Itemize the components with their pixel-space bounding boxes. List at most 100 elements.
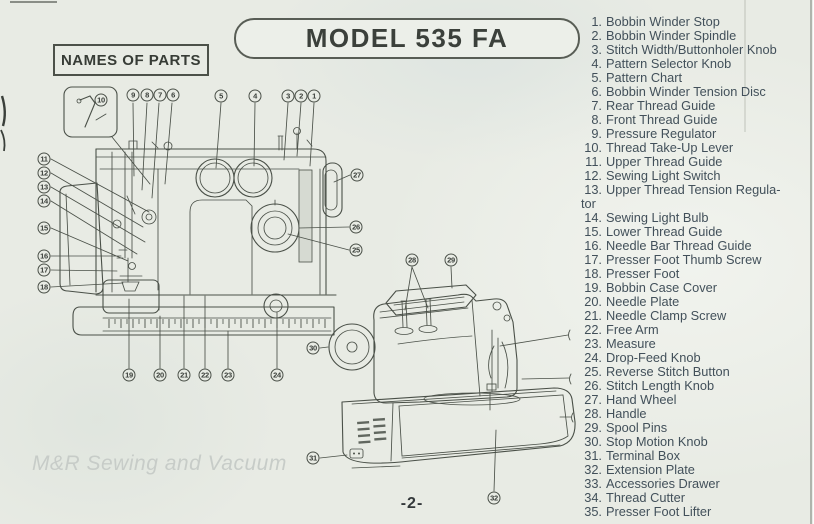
part-label: Upper Thread Guide — [606, 154, 723, 169]
part-label: Thread Cutter — [606, 490, 685, 505]
diagram-callout: 26 — [349, 220, 363, 234]
parts-list-item: 29. Spool Pins — [581, 421, 813, 435]
parts-list-item: 8.Front Thread Guide — [581, 113, 813, 127]
callout-number: 9 — [131, 90, 135, 100]
part-number: 26. — [584, 378, 602, 393]
part-number: 6. — [591, 84, 602, 99]
parts-list-item: 21.Needle Clamp Screw — [581, 309, 813, 323]
diagram-callout: 30 — [306, 341, 320, 355]
part-label: Free Arm — [606, 322, 659, 337]
callout-number: 31 — [309, 453, 317, 463]
part-label: Needle Clamp Screw — [606, 308, 727, 323]
page-number: -2- — [400, 495, 424, 512]
diagram-callout: 3 — [281, 89, 295, 103]
part-number: 2. — [591, 28, 602, 43]
diagram-callout: 18 — [37, 280, 51, 294]
parts-list-item: 12.Sewing Light Switch — [581, 169, 813, 183]
part-label: Accessories Drawer — [606, 476, 720, 491]
part-label: Pattern Chart — [606, 70, 683, 85]
callout-number: 28 — [408, 255, 416, 265]
parts-list-item: 2. Bobbin Winder Spindle — [581, 29, 813, 43]
parts-list-item: 10.Thread Take-Up Lever — [581, 141, 813, 155]
callout-number: 29 — [447, 255, 455, 265]
parts-list-item: 24.Drop-Feed Knob — [581, 351, 813, 365]
parts-list-item: 32. Extension Plate — [581, 463, 813, 477]
part-number: 9. — [591, 126, 602, 141]
part-label: Presser Foot — [606, 266, 680, 281]
part-number: 12. — [584, 168, 602, 183]
part-label: Lower Thread Guide — [606, 224, 723, 239]
diagram-callout: 5 — [214, 89, 228, 103]
part-number: 14. — [584, 210, 602, 225]
callout-number: 26 — [352, 222, 360, 232]
diagram-callout: 25 — [349, 243, 363, 257]
part-number: 35. — [584, 504, 602, 519]
diagram-callout: 2 — [294, 89, 308, 103]
diagram-callout: 27 — [350, 168, 364, 182]
diagram-callout: 21 — [177, 368, 191, 382]
part-number: 17. — [584, 252, 602, 267]
part-number: 7. — [591, 98, 602, 113]
part-label: Spool Pins — [606, 420, 668, 435]
diagram-callout: 14 — [37, 194, 51, 208]
part-label: Handle — [606, 406, 647, 421]
diagram-callout: 6 — [166, 88, 180, 102]
part-number: 1. — [591, 14, 602, 29]
parts-list-item: 19.Bobbin Case Cover — [581, 281, 813, 295]
part-number: 31. — [584, 448, 602, 463]
callout-number: 22 — [201, 370, 209, 380]
part-label-continuation: tor — [581, 196, 596, 211]
diagram-callout: 24 — [270, 368, 284, 382]
part-label: Presser Foot Lifter — [606, 504, 712, 519]
part-label: Sewing Light Bulb — [606, 210, 709, 225]
part-number: 22. — [584, 322, 602, 337]
diagram-callout: 32 — [487, 491, 501, 505]
parts-list-item: 26. Stitch Length Knob — [581, 379, 813, 393]
callout-number: 17 — [40, 265, 48, 275]
part-number: 32. — [584, 462, 602, 477]
part-number: 10. — [584, 140, 602, 155]
part-label: Bobbin Winder Spindle — [606, 28, 737, 43]
part-number: 18. — [584, 266, 602, 281]
part-label: Needle Bar Thread Guide — [606, 238, 752, 253]
part-number: 33. — [584, 476, 602, 491]
part-label: Stitch Length Knob — [606, 378, 715, 393]
diagram-callout: 12 — [37, 166, 51, 180]
callout-number: 6 — [171, 90, 175, 100]
part-label: Bobbin Winder Stop — [606, 14, 720, 29]
diagram-callout: 31 — [306, 451, 320, 465]
callout-number: 1 — [312, 91, 316, 101]
callout-number: 21 — [180, 370, 188, 380]
parts-list-item: 13.Upper Thread Tension Regula-tor — [581, 183, 813, 211]
callout-number: 5 — [219, 91, 223, 101]
part-number: 20. — [584, 294, 602, 309]
parts-list-item: 4.Pattern Selector Knob — [581, 57, 813, 71]
part-label: Extension Plate — [606, 462, 695, 477]
part-label: Rear Thread Guide — [606, 98, 716, 113]
part-label: Stitch Width/Buttonholer Knob — [606, 42, 777, 57]
part-number: 23. — [584, 336, 602, 351]
callout-number: 19 — [125, 370, 133, 380]
diagram-callout: 29 — [444, 253, 458, 267]
part-number: 29. — [584, 420, 602, 435]
part-label: Measure — [606, 336, 656, 351]
part-label: Front Thread Guide — [606, 112, 718, 127]
diagram-callout: 17 — [37, 263, 51, 277]
part-label: Presser Foot Thumb Screw — [606, 252, 762, 267]
part-number: 27. — [584, 392, 602, 407]
diagram-callout: 23 — [221, 368, 235, 382]
page-title-text: MODEL 535 FA — [305, 23, 509, 53]
diagram-callout: 28 — [405, 253, 419, 267]
parts-list-item: 27. Hand Wheel — [581, 393, 813, 407]
diagram-callout: 7 — [153, 88, 167, 102]
parts-list-item: 7. Rear Thread Guide — [581, 99, 813, 113]
parts-list-item: 6.Bobbin Winder Tension Disc — [581, 85, 813, 99]
callout-number: 23 — [224, 370, 232, 380]
part-number: 19. — [584, 280, 602, 295]
callout-number: 32 — [490, 493, 498, 503]
part-label: Hand Wheel — [606, 392, 677, 407]
parts-list-item: 14. Sewing Light Bulb — [581, 211, 813, 225]
callout-number: 13 — [40, 182, 48, 192]
